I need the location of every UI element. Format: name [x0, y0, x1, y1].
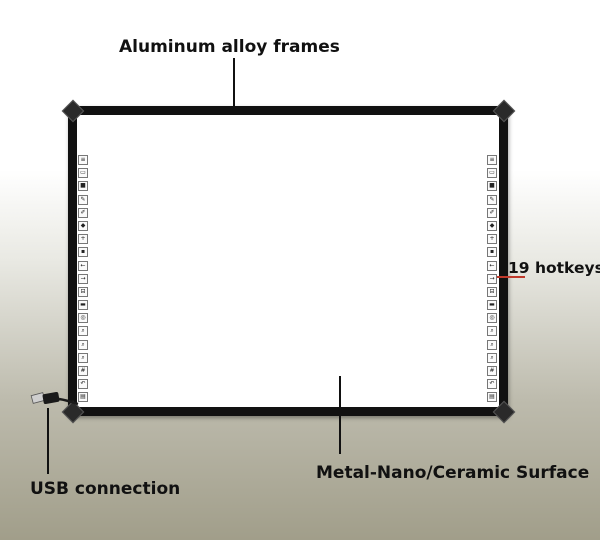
hotkey-icon: ⌕: [78, 352, 88, 363]
hotkey-icon: ✐: [487, 207, 497, 218]
hotkey-icon: ▪: [487, 247, 497, 258]
hotkey-column-left: ≡ ▭ ■ ✎ ✐ ◆ + ▪ ← → ⊟ ▬ ◎ ⌕ ⌕ ⌕ # ↶ ▤: [78, 155, 88, 403]
hotkey-column-right: ≡ ▭ ■ ✎ ✐ ◆ + ▪ ← → ⊟ ▬ ◎ ⌕ ⌕ ⌕ # ↶ ▤: [487, 155, 497, 403]
hotkey-icon: ⌕: [487, 339, 497, 350]
surface-pointer-line: [339, 376, 341, 454]
frames-pointer-line: [233, 58, 235, 106]
hotkey-icon: ≡: [78, 155, 88, 165]
hotkey-icon: ▤: [78, 392, 88, 403]
hotkey-icon: ⌕: [78, 326, 88, 337]
hotkey-icon: ▬: [78, 300, 88, 311]
hotkey-icon: ▭: [78, 168, 88, 179]
hotkey-icon: ↶: [487, 379, 497, 390]
hotkey-icon: #: [78, 366, 88, 376]
hotkey-icon: ⌕: [487, 352, 497, 363]
hotkey-icon: ▬: [487, 300, 497, 311]
hotkey-icon: ■: [487, 181, 497, 192]
hotkey-icon: ⊟: [487, 286, 497, 297]
hotkey-icon: ⌕: [78, 339, 88, 350]
hotkey-icon: ≡: [487, 155, 497, 165]
hotkey-icon: #: [487, 366, 497, 376]
hotkey-icon: +: [487, 234, 497, 245]
hotkey-icon: →: [78, 273, 88, 284]
hotkey-icon: ■: [78, 181, 88, 192]
hotkey-icon: ▤: [487, 392, 497, 403]
usb-label: USB connection: [30, 479, 181, 499]
whiteboard-surface: [68, 106, 508, 416]
hotkeys-pointer-line: [497, 276, 525, 278]
hotkey-icon: ⊟: [78, 286, 88, 297]
hotkey-icon: →: [487, 273, 497, 284]
hotkey-icon: ◎: [487, 313, 497, 324]
usb-pointer-line: [47, 408, 49, 474]
hotkey-icon: ◎: [78, 313, 88, 324]
hotkeys-label: 19 hotkeys: [508, 259, 600, 277]
hotkey-icon: ←: [487, 260, 497, 271]
frames-label: Aluminum alloy frames: [119, 37, 340, 57]
hotkey-icon: ⌕: [487, 326, 497, 337]
surface-label: Metal-Nano/Ceramic Surface: [316, 463, 590, 483]
usb-plug-icon: [30, 392, 79, 406]
hotkey-icon: ←: [78, 260, 88, 271]
hotkey-icon: ✐: [78, 207, 88, 218]
hotkey-icon: ↶: [78, 379, 88, 390]
hotkey-icon: ✎: [487, 194, 497, 205]
hotkey-icon: ▭: [487, 168, 497, 179]
hotkey-icon: ▪: [78, 247, 88, 258]
hotkey-icon: ◆: [487, 220, 497, 231]
hotkey-icon: ✎: [78, 194, 88, 205]
hotkey-icon: +: [78, 234, 88, 245]
hotkey-icon: ◆: [78, 220, 88, 231]
